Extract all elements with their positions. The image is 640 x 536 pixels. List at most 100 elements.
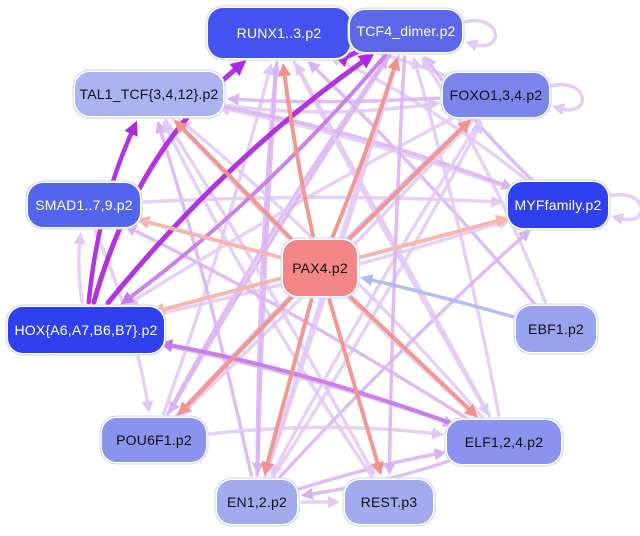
edge-PAX4-to-TCF4 xyxy=(330,64,397,239)
arrowhead-TCF4-to-POU xyxy=(168,400,181,414)
arrowhead-EN-to-MYF xyxy=(517,229,531,242)
self-loop-edge-TCF4 xyxy=(461,18,498,48)
arrowhead-EN-to-ELF xyxy=(433,448,447,461)
edge-TAL1-to-REST xyxy=(163,118,373,470)
arrowhead-ELF-to-EN xyxy=(300,487,314,500)
arrowhead-PAX4-to-SMAD xyxy=(136,215,151,229)
edge-SMAD-to-MYF xyxy=(142,195,496,204)
self-loop-arrowhead-FOXO xyxy=(552,103,566,116)
arrowhead-EN-to-REST xyxy=(327,495,340,509)
edge-RUNX-to-ELF xyxy=(292,60,486,410)
node-label: FOXO1,3,4.p2 xyxy=(449,87,543,103)
node-label: RUNX1..3.p2 xyxy=(236,25,322,41)
edge-PAX4-to-REST xyxy=(327,298,381,468)
edge-ELF-to-TCF4 xyxy=(414,64,501,417)
self-loop-arrowhead-MYF xyxy=(611,213,625,226)
edge-PAX4-to-HOX xyxy=(159,276,283,313)
edge-FOXO-to-EN xyxy=(273,119,482,470)
node-label: PAX4.p2 xyxy=(292,260,348,276)
arrowhead-EBF-to-TCF4 xyxy=(421,56,434,70)
graph-node-runx[interactable]: RUNX1..3.p2 xyxy=(208,8,350,58)
edge-TAL1-to-FOXO xyxy=(219,102,433,114)
edge-ELF-to-SMAD xyxy=(131,227,471,422)
node-label: TCF4_dimer.p2 xyxy=(356,23,456,39)
arrowhead-PAX4-to-TCF4 xyxy=(387,56,401,72)
graph-node-myf[interactable]: MYFfamily.p2 xyxy=(508,182,608,228)
graph-node-tcf4[interactable]: TCF4_dimer.p2 xyxy=(350,10,462,52)
graph-node-elf[interactable]: ELF1,2,4.p2 xyxy=(447,420,561,464)
edge-PAX4-to-FOXO xyxy=(344,124,466,245)
node-label: REST.p3 xyxy=(360,494,418,510)
graph-node-hox[interactable]: HOX{A6,A7,B6,B7}.p2 xyxy=(8,307,164,353)
arrowhead-PAX4-to-RUNX xyxy=(278,62,292,77)
edge-EN-to-MYF xyxy=(277,234,526,481)
arrowhead-HOX-to-SMAD xyxy=(73,231,86,245)
graph-node-tal1[interactable]: TAL1_TCF{3,4,12}.p2 xyxy=(75,72,223,116)
graph-node-foxo[interactable]: FOXO1,3,4.p2 xyxy=(443,73,549,117)
arrowhead-POU-to-RUNX xyxy=(262,62,275,77)
node-label: ELF1,2,4.p2 xyxy=(464,434,544,450)
arrowhead-FOXO-to-TAL1 xyxy=(226,93,240,106)
edge-MYF-to-TAL1 xyxy=(225,107,515,191)
arrowhead-ELF-to-TCF4 xyxy=(411,56,423,71)
edge-PAX4-to-TAL1 xyxy=(179,125,297,244)
edge-PAX4-to-EN xyxy=(264,298,314,468)
edge-EN-to-FOXO xyxy=(271,127,480,479)
graph-node-smad[interactable]: SMAD1..7,9.p2 xyxy=(28,183,140,227)
node-label: HOX{A6,A7,B6,B7}.p2 xyxy=(14,322,158,338)
arrowhead-PAX4-to-REST xyxy=(371,460,384,476)
edge-PAX4-to-RUNX xyxy=(282,71,315,238)
graph-node-ebf[interactable]: EBF1.p2 xyxy=(516,306,596,352)
edge-FOXO-to-TAL1 xyxy=(234,96,441,104)
edge-TCF4-to-POU xyxy=(171,54,392,408)
edge-ELF-to-HOX xyxy=(167,343,459,427)
node-label: EN1,2.p2 xyxy=(227,494,287,510)
arrowhead-RUNX-to-EN xyxy=(251,462,265,476)
node-label: SMAD1..7,9.p2 xyxy=(35,197,133,213)
arrowhead-PAX4-to-ELF xyxy=(463,403,479,418)
arrowhead-HOX-to-RUNX xyxy=(229,60,247,76)
arrowhead-REST-to-TAL1 xyxy=(162,120,174,135)
edge-TCF4-to-REST xyxy=(387,55,407,468)
edge-POU-to-ELF xyxy=(207,425,437,436)
node-label: MYFfamily.p2 xyxy=(514,197,602,213)
node-label: POU6F1.p2 xyxy=(116,432,192,448)
arrowhead-ELF-to-SMAD xyxy=(124,225,138,237)
edge-HOX-to-SMAD xyxy=(77,239,84,304)
edge-PAX4-to-POU xyxy=(183,292,297,410)
self-loop-edge-MYF xyxy=(607,192,640,222)
arrowhead-EBF-to-PAX4 xyxy=(360,274,374,286)
graph-node-pax4[interactable]: PAX4.p2 xyxy=(283,240,357,296)
arrowhead-PAX4-to-MYF xyxy=(494,214,510,228)
arrowhead-SMAD-to-POU xyxy=(141,400,154,414)
edge-PAX4-to-MYF xyxy=(357,218,501,260)
arrowhead-TCF4-to-REST xyxy=(383,462,396,476)
arrowhead-PAX4-to-EN xyxy=(261,460,274,476)
edge-POU-to-TCF4 xyxy=(166,62,385,416)
arrowhead-TCF4-to-HOX xyxy=(120,291,135,305)
arrowhead-PAX4-to-TAL1 xyxy=(174,119,189,134)
arrowhead-RUNX-to-ELF xyxy=(477,402,489,416)
arrowhead-POU-to-ELF xyxy=(431,427,445,440)
edge-TCF4-to-HOX xyxy=(126,53,388,301)
node-label: TAL1_TCF{3,4,12}.p2 xyxy=(79,86,219,102)
graph-node-en[interactable]: EN1,2.p2 xyxy=(217,480,297,524)
arrowhead-HOX-to-TCF4 xyxy=(357,53,375,69)
graph-node-rest[interactable]: REST.p3 xyxy=(345,480,433,524)
self-loop-arrowhead-TCF4 xyxy=(465,39,479,52)
graph-node-pou[interactable]: POU6F1.p2 xyxy=(102,418,206,462)
self-loop-edge-FOXO xyxy=(548,82,585,112)
arrowhead-FOXO-to-EN xyxy=(270,462,282,477)
arrowhead-SMAD-to-MYF xyxy=(490,195,504,208)
edge-EBF-to-RUNX xyxy=(312,65,537,306)
edge-EBF-to-PAX4 xyxy=(367,277,517,320)
edge-TAL1-to-MYF xyxy=(217,104,507,187)
arrowhead-TAL1-to-REST xyxy=(363,462,375,477)
edge-HOX-to-TCF4 xyxy=(105,57,367,306)
edge-PAX4-to-ELF xyxy=(344,291,473,413)
arrowhead-PAX4-to-FOXO xyxy=(457,119,472,134)
edge-RUNX-to-EN xyxy=(256,61,279,468)
edge-PAX4-to-SMAD xyxy=(144,219,283,260)
